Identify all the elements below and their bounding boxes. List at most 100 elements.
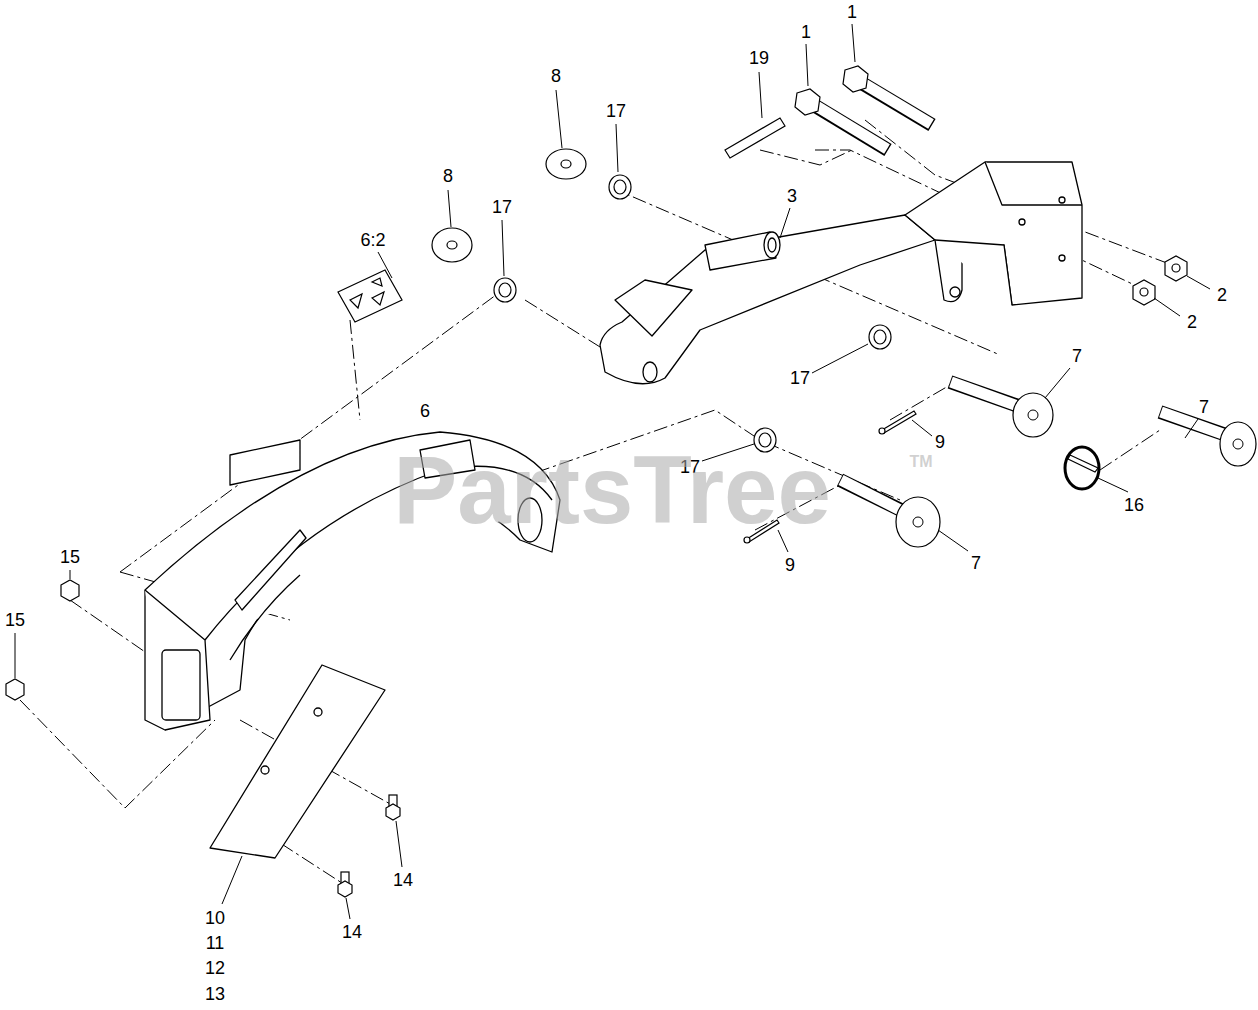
lift-arm (950, 287, 960, 297)
center-line (1100, 430, 1160, 470)
nut (1140, 288, 1148, 296)
callout-number: 17 (606, 102, 626, 120)
leader-line (346, 898, 350, 919)
nut (1172, 264, 1180, 272)
callout-number: 16 (1124, 496, 1144, 514)
lift-arm (768, 238, 776, 252)
callout-number: 14 (342, 923, 362, 941)
cotter-pin (882, 411, 916, 433)
leader-line (616, 124, 618, 172)
leader-line (852, 24, 855, 62)
callout-number: 7 (971, 554, 981, 572)
lift-arm (600, 215, 935, 384)
leader-line (1154, 298, 1180, 316)
callout-number: 13 (205, 985, 225, 1003)
decal (338, 270, 402, 322)
leader-line (502, 220, 504, 276)
callout-number: 2 (1217, 286, 1227, 304)
nut (1165, 256, 1187, 281)
callout-number: 6:2 (360, 231, 385, 249)
callout-number: 1 (847, 3, 857, 21)
watermark: TM (909, 454, 932, 470)
bolt (843, 66, 868, 92)
bolt (861, 82, 931, 124)
pin (1220, 422, 1256, 466)
pin (913, 517, 923, 527)
pin (896, 497, 940, 547)
nut (6, 679, 24, 700)
callout-number: 11 (206, 934, 225, 952)
leader-line (912, 420, 932, 436)
callout-number: 7 (1072, 347, 1082, 365)
leader-line (222, 856, 242, 904)
pin (1028, 410, 1038, 420)
callout-number: 7 (1199, 398, 1209, 416)
callout-number: 8 (443, 167, 453, 185)
spacer (494, 278, 516, 302)
fender-arch (162, 650, 200, 720)
center-line (760, 150, 852, 165)
skid-plate (314, 708, 322, 716)
leader-line (759, 72, 762, 118)
hitch-pin (1068, 455, 1098, 472)
pin (841, 480, 904, 512)
pin (1233, 439, 1243, 449)
fender-arch (145, 590, 210, 730)
washer (546, 149, 586, 179)
callout-number: 3 (787, 187, 797, 205)
leader-line (1045, 368, 1070, 398)
bolt (338, 881, 352, 897)
decal (338, 270, 402, 322)
decal (372, 278, 382, 286)
pin (840, 382, 1256, 547)
nut (1133, 280, 1155, 305)
center-line (350, 320, 360, 420)
callout-number: 19 (749, 49, 769, 67)
nut (61, 580, 79, 601)
spacer (614, 180, 626, 194)
leader-line (15, 24, 1210, 919)
fender-arch (230, 440, 300, 485)
callout-number: 9 (935, 433, 945, 451)
lift-arm (905, 162, 1082, 305)
spacer (609, 175, 631, 199)
callout-number: 2 (1187, 313, 1197, 331)
leader-line (1098, 478, 1128, 492)
lift-arm (600, 162, 1082, 384)
bolt (860, 82, 932, 125)
leader-line (70, 570, 71, 579)
leader-line (556, 90, 562, 148)
bolt (813, 104, 887, 149)
leader-line (1187, 276, 1210, 289)
spacer (499, 283, 511, 297)
strip (725, 118, 785, 158)
callout-number: 17 (492, 198, 512, 216)
washer (432, 149, 586, 262)
leader-line (378, 252, 392, 278)
hitch-pin (1065, 447, 1099, 489)
callout-number: 15 (5, 611, 25, 629)
strip (725, 118, 785, 158)
center-line (20, 120, 1180, 885)
lift-arm (935, 240, 1012, 305)
callout-number: 14 (393, 871, 413, 889)
skid-plate (261, 766, 269, 774)
spacer (494, 175, 891, 452)
leader-line (780, 208, 790, 238)
nut (6, 256, 1187, 700)
lift-arm (615, 280, 692, 336)
lift-arm (1059, 197, 1065, 203)
bolt (795, 66, 932, 150)
washer (432, 228, 472, 262)
callout-number: 8 (551, 67, 561, 85)
pin (1013, 393, 1053, 437)
decal (350, 294, 362, 308)
spacer (874, 330, 886, 344)
watermark: PartsTree (393, 442, 831, 538)
lift-arm (764, 232, 780, 258)
leader-line (938, 530, 968, 551)
lift-arm (643, 362, 657, 382)
bolt (386, 804, 400, 820)
spacer (869, 325, 891, 349)
washer (561, 160, 571, 168)
